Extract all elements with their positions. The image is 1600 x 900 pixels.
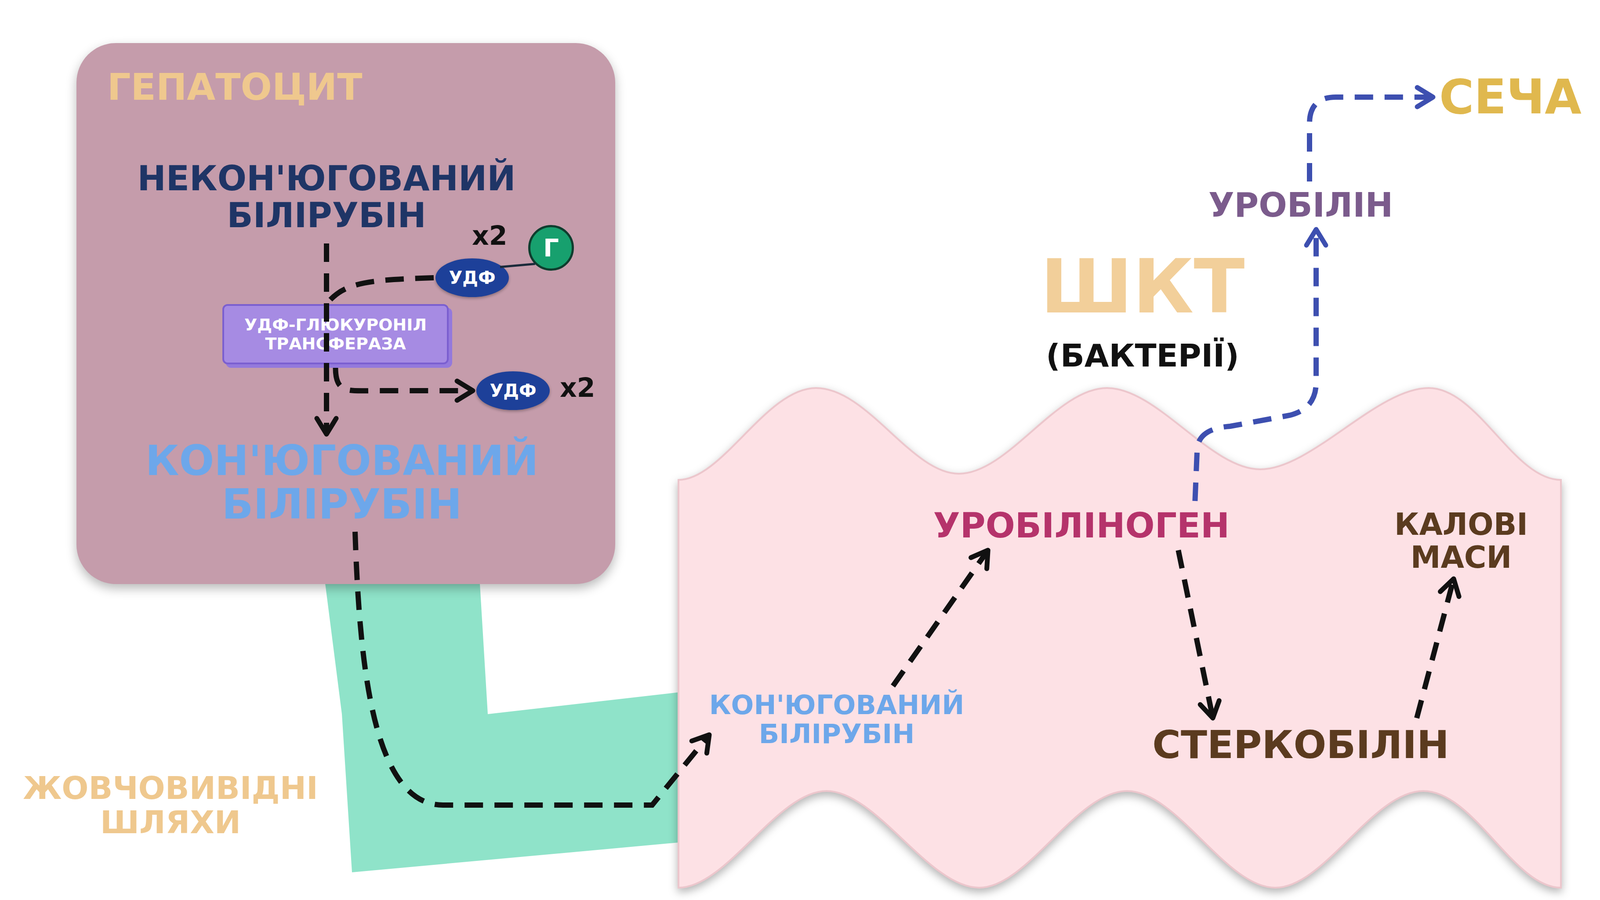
udf-oval: УДФ — [476, 371, 550, 410]
dashed-arrow — [355, 531, 710, 806]
multiplier-label: x2 — [471, 222, 508, 249]
link-line — [500, 263, 536, 267]
substance-label: КАЛОВІ МАСИ — [1386, 505, 1536, 577]
bile-duct-band: ЖОВЧОВИВІДНІ ШЛЯХИ — [324, 576, 684, 873]
node-text: СТЕРКОБІЛІН — [1152, 725, 1449, 765]
enzyme-box: УДФ-ГЛЮКУРОНІЛ ТРАНСФЕРАЗА — [222, 304, 449, 365]
bile-duct-shape — [324, 576, 684, 873]
dashed-arrow — [1416, 578, 1454, 719]
band-outline — [678, 385, 1561, 890]
dashed-arrow — [892, 550, 988, 686]
band-heading: ШКТ — [944, 249, 1341, 324]
gi-tract-shape — [678, 388, 1561, 888]
node-text: КОН'ЮГОВАНИЙ БІЛІРУБІН — [100, 439, 584, 527]
node-text: УДФ-ГЛЮКУРОНІЛ ТРАНСФЕРАЗА — [228, 315, 443, 353]
node-text: УРОБІЛІНОГЕН — [933, 508, 1230, 544]
node-text: КОН'ЮГОВАНИЙ БІЛІРУБІН — [696, 690, 978, 749]
node-text: КАЛОВІ МАСИ — [1386, 507, 1536, 574]
box-heading: ГЕПАТОЦИТ — [107, 68, 363, 106]
node-text: Г — [543, 235, 559, 261]
substance-label: КОН'ЮГОВАНИЙ БІЛІРУБІН — [100, 436, 584, 530]
substance-label: УРОБІЛІН — [1190, 184, 1411, 226]
udf-oval: УДФ — [435, 258, 509, 298]
node-text: УДФ — [448, 268, 496, 287]
gi-tract-band: ШКТ(БАКТЕРІЇ)КОН'ЮГОВАНИЙ БІЛІРУБІНУРОБІ… — [678, 385, 1561, 890]
band-heading: ЖОВЧОВИВІДНІ ШЛЯХИ — [3, 771, 338, 840]
dashed-arrow — [335, 367, 474, 391]
node-text: СЕЧА — [1439, 73, 1582, 121]
band-subheading: (БАКТЕРІЇ) — [944, 339, 1341, 372]
dashed-arrow — [1194, 229, 1317, 501]
node-text: УДФ — [489, 381, 537, 400]
substance-label: КОН'ЮГОВАНИЙ БІЛІРУБІН — [696, 688, 978, 751]
substance-label: УРОБІЛІНОГЕН — [914, 503, 1249, 548]
substance-label: СЕЧА — [1435, 70, 1586, 124]
dashed-arrow — [326, 277, 434, 305]
band-outline — [324, 576, 684, 873]
node-text: УРОБІЛІН — [1208, 188, 1394, 222]
dashed-arrow — [1309, 97, 1434, 182]
dashed-arrow — [1178, 550, 1213, 719]
glucuronide-circle: Г — [528, 224, 574, 271]
dashed-arrow — [323, 243, 330, 435]
multiplier-label: x2 — [559, 374, 596, 401]
substance-label: СТЕРКОБІЛІН — [1124, 720, 1477, 770]
hepatocyte-box: ГЕПАТОЦИТНЕКОН'ЮГОВАНИЙ БІЛІРУБІНУДФГУДФ… — [76, 43, 616, 585]
